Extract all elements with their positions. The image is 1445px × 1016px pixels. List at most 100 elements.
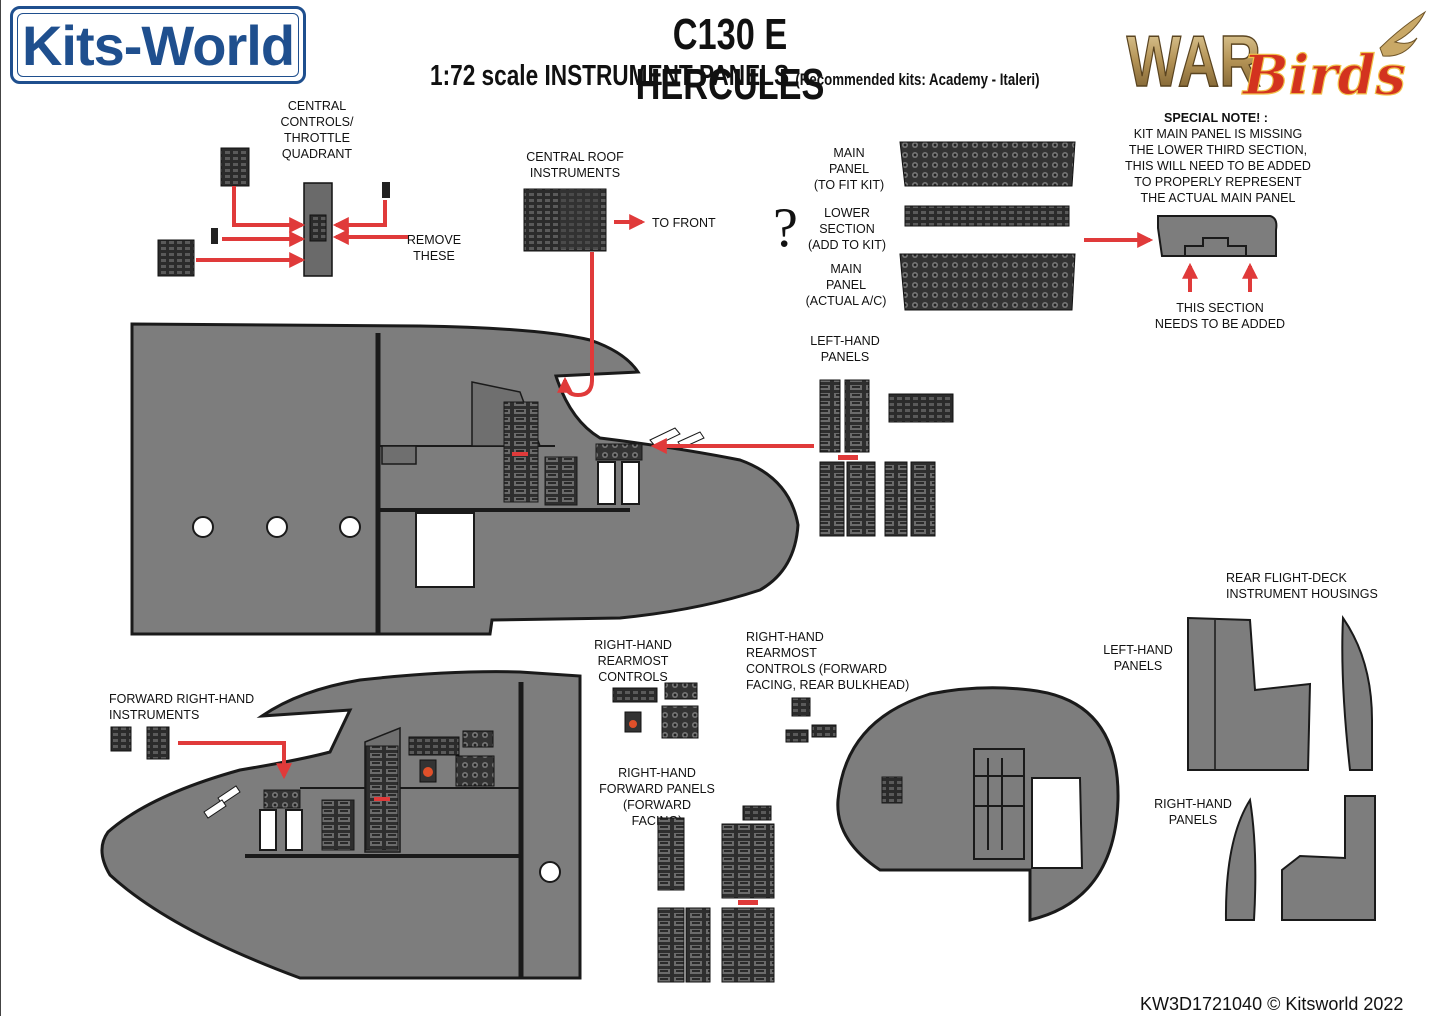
subtitle-recommended: (Recommended kits: Academy - Italeri)	[795, 70, 1040, 89]
label-rh-rearmost-controls: RIGHT-HAND REARMOST CONTROLS	[594, 638, 672, 684]
decal-lower-red-knob	[423, 767, 433, 777]
upper-side-panels	[544, 456, 578, 506]
decal-rh-fwd-marker	[738, 900, 758, 905]
question-mark: ?	[773, 197, 798, 259]
lower-front-panel	[263, 789, 301, 809]
label-rh-forward-panels: RIGHT-HAND FORWARD PANELS (FORWARD FACIN…	[599, 766, 715, 828]
upper-door	[415, 512, 475, 588]
lower-seat-left	[259, 809, 277, 851]
label-main-panel-kit: MAIN PANEL (TO FIT KIT)	[813, 146, 885, 192]
decal-rh-fwd-stack-3	[657, 907, 685, 983]
special-note-notch	[1184, 237, 1247, 256]
lower-red-marker	[374, 797, 390, 801]
housing-left-a	[1187, 616, 1312, 771]
label-to-front: TO FRONT	[652, 216, 716, 230]
decal-rh-rearmost-a	[612, 687, 658, 703]
decal-forward-rh-b	[146, 726, 170, 760]
page-subtitle: 1:72 scale INSTRUMENT PANELS (Recommende…	[430, 60, 1040, 93]
upper-porthole-1	[192, 516, 214, 538]
arrow-roof-to-fuselage	[557, 252, 594, 398]
decal-small-switch	[382, 182, 390, 198]
footer-code: KW3D1721040 © Kitsworld 2022	[1140, 994, 1404, 1014]
decal-lower-top-panel-d	[455, 755, 495, 787]
decal-rh-fwd-top	[742, 805, 772, 821]
decal-lower-top-panel-b	[462, 730, 494, 748]
upper-red-marker	[512, 452, 528, 456]
upper-seat-right	[621, 461, 640, 505]
decal-rh-forward-facing-a	[791, 697, 811, 717]
lower-porthole	[539, 861, 561, 883]
decal-rh-fwd-stack-5	[721, 907, 775, 983]
decal-rh-fwd-stack-2	[721, 823, 775, 899]
label-rear-right-hand: RIGHT-HAND PANELS	[1154, 797, 1232, 827]
decal-central-controls-b	[157, 239, 195, 277]
upper-fuselage-body	[130, 322, 800, 636]
label-rear-left-hand: LEFT-HAND PANELS	[1103, 643, 1173, 673]
upper-porthole-2	[266, 516, 288, 538]
special-note-body: KIT MAIN PANEL IS MISSING THE LOWER THIR…	[1125, 127, 1311, 205]
special-note-title: SPECIAL NOTE! :	[1164, 111, 1268, 125]
decal-left-hand-stack-1	[819, 379, 841, 453]
decal-left-hand-stack-6	[910, 461, 936, 537]
decal-throttle-centre	[309, 214, 327, 242]
housing-left-b	[1341, 614, 1373, 771]
label-left-hand-panels: LEFT-HAND PANELS	[810, 334, 880, 364]
decal-left-hand-stack-4	[846, 461, 876, 537]
label-remove-these: REMOVE THESE	[406, 233, 462, 263]
label-main-panel-actual: MAIN PANEL (ACTUAL A/C)	[805, 262, 887, 308]
lower-side-panels	[321, 799, 355, 851]
lower-window-2	[203, 799, 227, 819]
decal-left-hand-stack-2	[844, 379, 870, 453]
subtitle-main: 1:72 scale INSTRUMENT PANELS	[430, 60, 790, 92]
svg-text:Birds: Birds	[1241, 43, 1406, 107]
arrow-forward-rh	[178, 741, 292, 780]
decal-left-hand-box	[888, 393, 954, 423]
decal-lower-top-panel-a	[408, 736, 460, 756]
bulkhead-rack	[973, 748, 1025, 860]
page-left-edge	[0, 0, 1, 1016]
decal-left-hand-stack-5	[884, 461, 908, 537]
decal-left-hand-marker	[838, 455, 858, 460]
arrow-central-d	[332, 200, 387, 233]
decal-rh-rearmost-knob	[629, 720, 637, 728]
decal-lower-section	[904, 205, 1070, 227]
lower-fuselage	[100, 670, 582, 980]
housing-right-a	[1224, 797, 1257, 921]
arrows	[178, 186, 1258, 780]
label-rh-rearmost-forward: RIGHT-HAND REARMOST CONTROLS (FORWARD FA…	[746, 630, 910, 692]
svg-text:WAR: WAR	[1127, 21, 1261, 102]
label-section-added: THIS SECTION NEEDS TO BE ADDED	[1154, 301, 1286, 331]
upper-porthole-3	[339, 516, 361, 538]
rear-bulkhead	[836, 686, 1120, 922]
label-rear-flight-deck: REAR FLIGHT-DECK INSTRUMENT HOUSINGS	[1226, 571, 1378, 601]
upper-front-panel	[595, 443, 643, 461]
label-forward-right-hand: FORWARD RIGHT-HAND INSTRUMENTS	[109, 692, 255, 722]
decal-small-switch-2	[211, 228, 218, 244]
decal-main-panel-actual	[899, 253, 1076, 311]
decal-rh-forward-facing-b	[785, 729, 809, 743]
decal-left-hand-stack-3	[819, 461, 845, 537]
label-central-controls: CENTRAL CONTROLS/ THROTTLE QUADRANT	[280, 99, 354, 161]
upper-window-1	[649, 427, 681, 447]
decal-rh-rearmost-d	[661, 705, 699, 739]
decal-main-panel-kit	[899, 141, 1076, 187]
decal-forward-rh-a	[110, 726, 132, 752]
decal-rh-rearmost-b	[664, 682, 698, 700]
label-lower-section: LOWER SECTION (ADD TO KIT)	[807, 206, 886, 252]
bulkhead-panel	[881, 776, 903, 804]
housing-right-b	[1281, 795, 1376, 921]
warbirds-logo: WAR Birds	[1126, 10, 1427, 108]
decal-rh-fwd-stack-1	[657, 817, 685, 891]
logo-text: Kits-World	[21, 13, 295, 77]
decal-rh-fwd-stack-4	[685, 907, 711, 983]
arrow-central-a	[232, 186, 306, 233]
decal-central-roof-overlay	[560, 189, 600, 249]
decal-central-controls-a	[220, 147, 250, 187]
decal-rh-forward-facing-c	[811, 724, 837, 738]
bulkhead-door	[1031, 777, 1084, 869]
kits-world-logo: Kits-World	[10, 6, 306, 84]
upper-seat-left	[597, 461, 616, 505]
upper-fuselage	[130, 322, 800, 636]
upper-console	[381, 445, 417, 465]
